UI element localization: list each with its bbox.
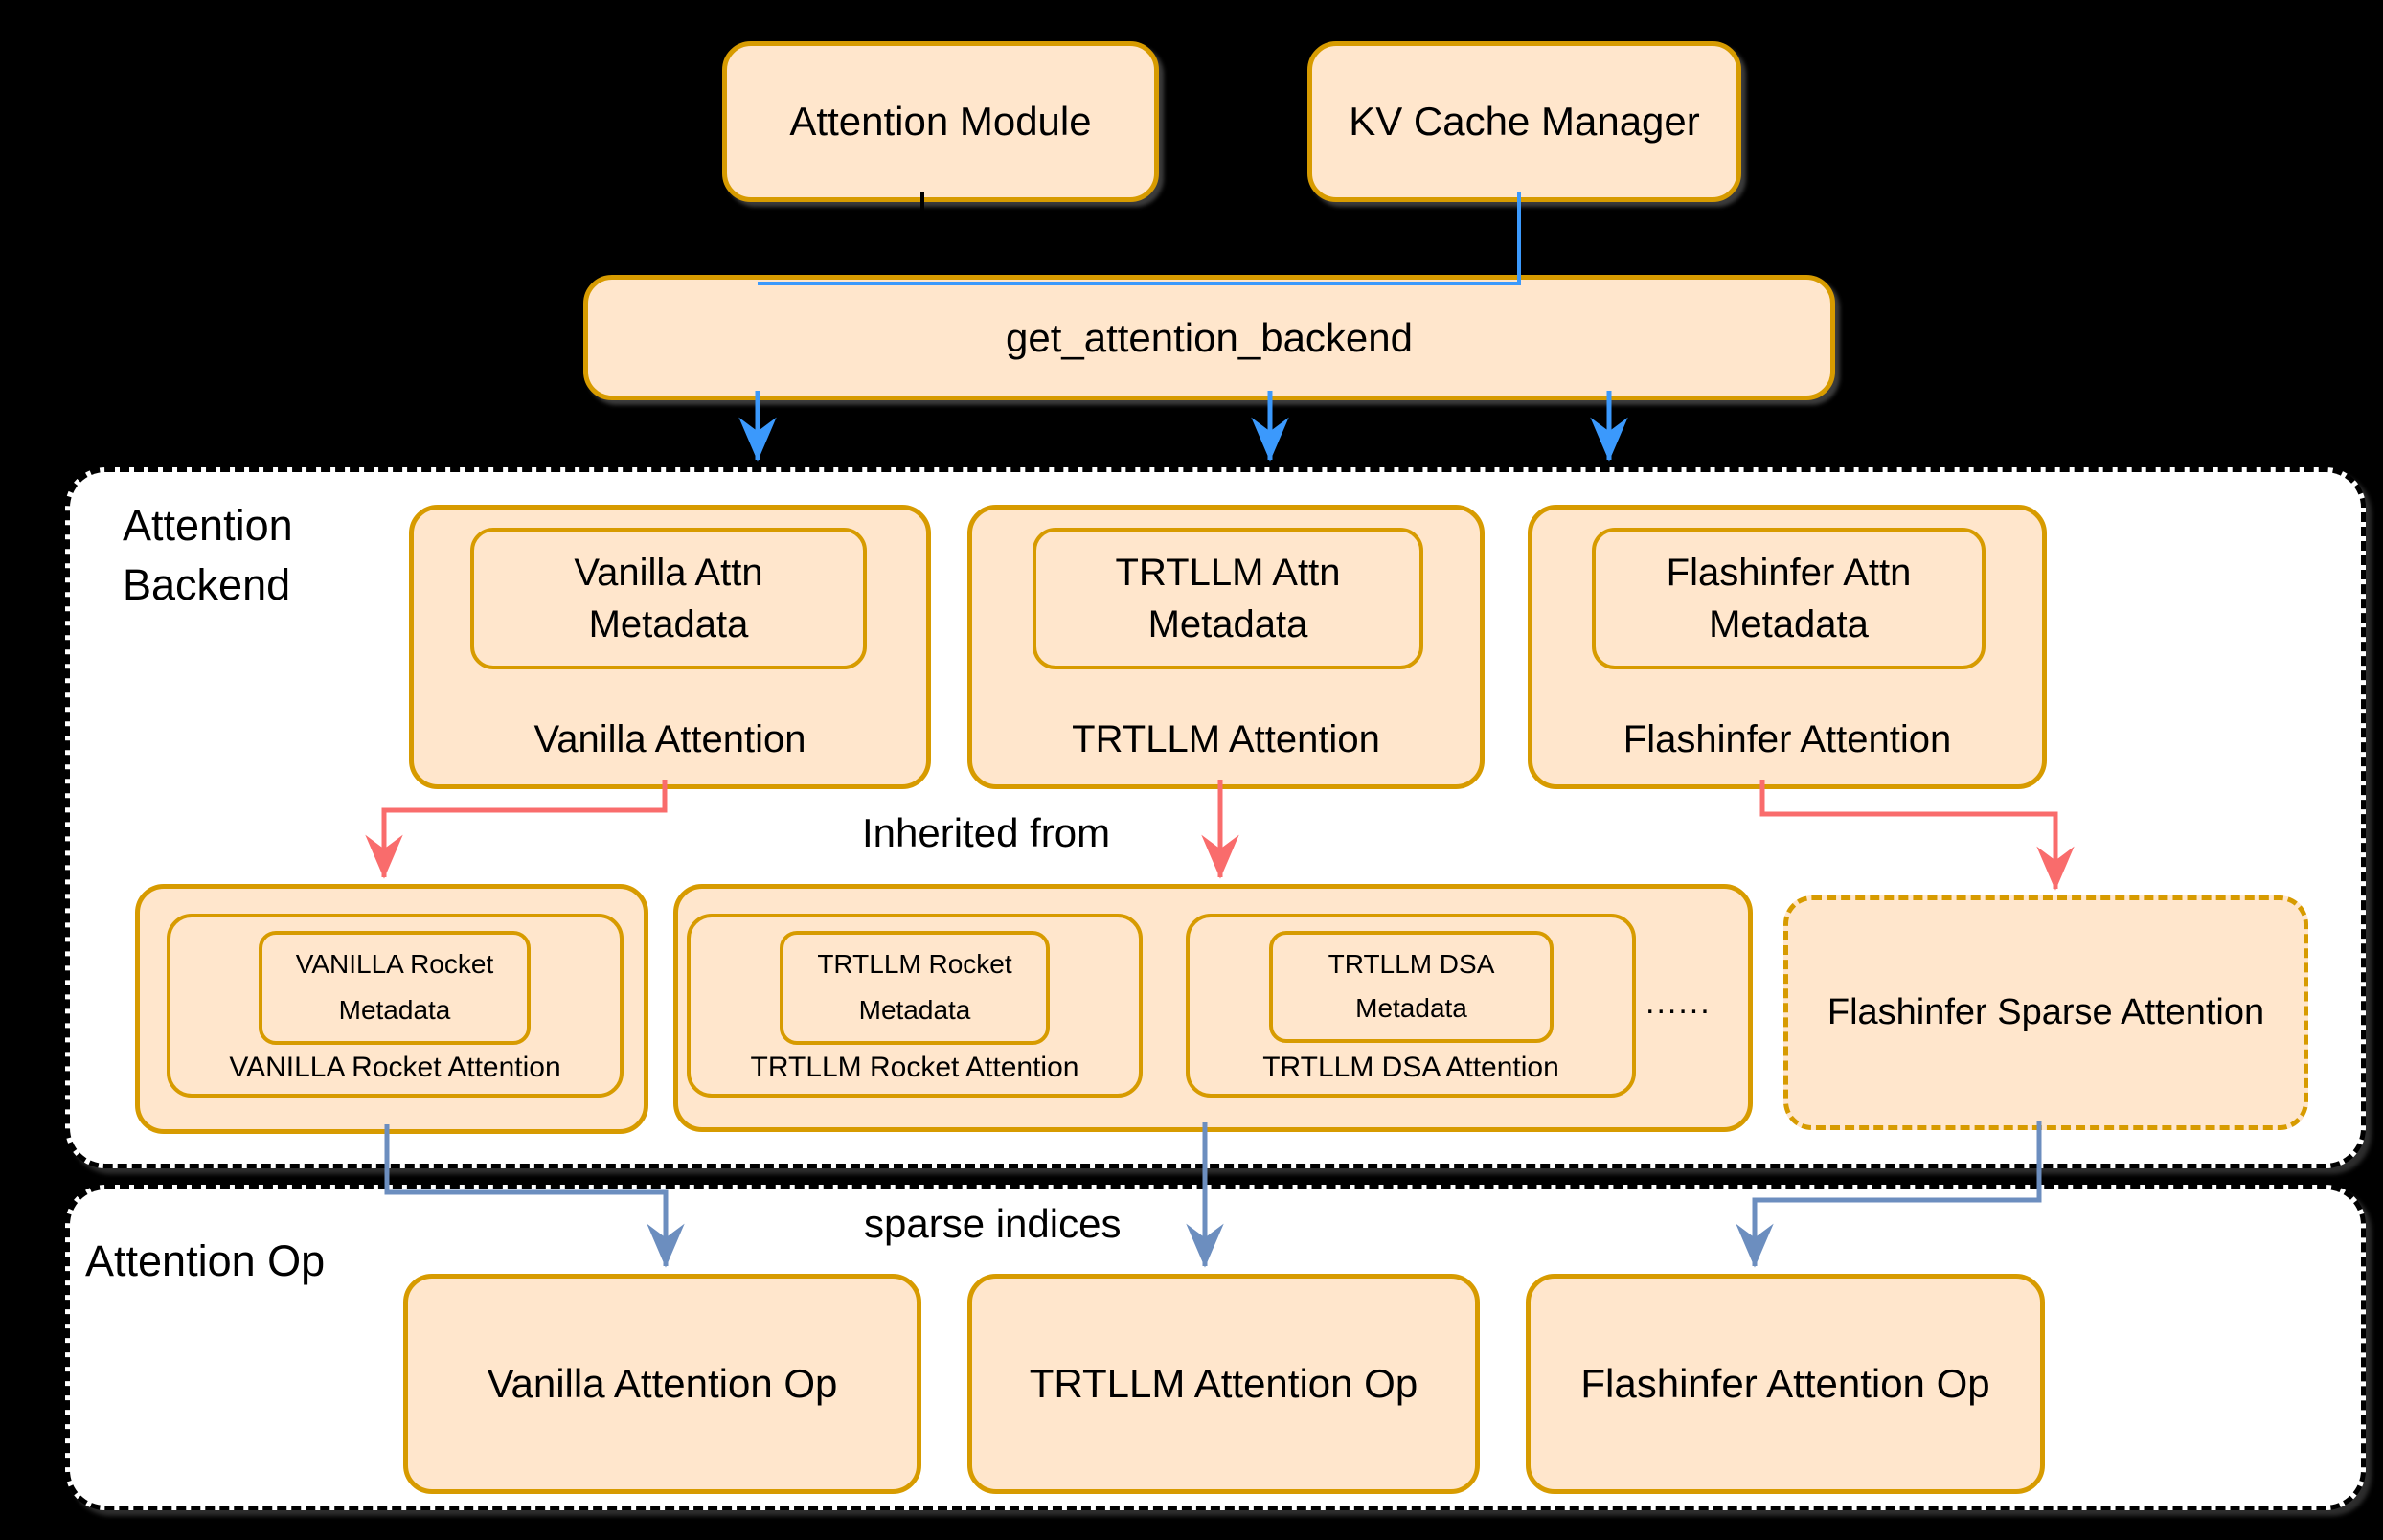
- trtllm-rocket-metadata-line1: TRTLLM Rocket: [817, 949, 1012, 980]
- inherited-from-label: Inherited from: [862, 810, 1111, 855]
- trtllm-rocket-attention-label: TRTLLM Rocket Attention: [750, 1052, 1079, 1083]
- vanilla-attn-metadata-line1: Vanilla Attn: [574, 552, 763, 594]
- attention-op-label: Attention Op: [85, 1236, 326, 1285]
- trtllm-dsa-metadata-node: TRTLLM DSA Metadata: [1269, 931, 1554, 1043]
- vanilla-attn-metadata-node: Vanilla Attn Metadata: [470, 528, 867, 669]
- trtllm-group-wrapper: TRTLLM Rocket Metadata TRTLLM Rocket Att…: [673, 884, 1753, 1132]
- trtllm-dsa-metadata-line2: Metadata: [1355, 993, 1467, 1024]
- flashinfer-attn-metadata-node: Flashinfer Attn Metadata: [1592, 528, 1986, 669]
- ellipsis-label: ......: [1645, 985, 1712, 1021]
- kv-cache-manager-node: KV Cache Manager: [1307, 41, 1741, 202]
- trtllm-attn-metadata-line2: Metadata: [1147, 603, 1308, 645]
- vanilla-rocket-metadata-line1: VANILLA Rocket: [295, 949, 494, 980]
- trtllm-dsa-attention-node: TRTLLM DSA Metadata TRTLLM DSA Attention: [1186, 914, 1636, 1098]
- vanilla-rocket-wrapper: VANILLA Rocket Metadata VANILLA Rocket A…: [135, 884, 648, 1134]
- trtllm-attention-node: TRTLLM Attn Metadata TRTLLM Attention: [967, 505, 1485, 789]
- vanilla-attn-metadata-line2: Metadata: [588, 603, 749, 645]
- vanilla-rocket-attention-label: VANILLA Rocket Attention: [229, 1052, 561, 1083]
- trtllm-rocket-metadata-line2: Metadata: [858, 994, 971, 1025]
- sparse-indices-label: sparse indices: [864, 1201, 1122, 1246]
- trtllm-attention-op-node: TRTLLM Attention Op: [967, 1274, 1480, 1494]
- trtllm-dsa-attention-label: TRTLLM DSA Attention: [1262, 1052, 1559, 1083]
- trtllm-rocket-attention-node: TRTLLM Rocket Metadata TRTLLM Rocket Att…: [687, 914, 1143, 1098]
- vanilla-attention-node: Vanilla Attn Metadata Vanilla Attention: [409, 505, 931, 789]
- attention-backend-label-line1: Attention: [123, 501, 293, 550]
- flashinfer-sparse-attention-node: Flashinfer Sparse Attention: [1783, 895, 2308, 1130]
- trtllm-attn-metadata-node: TRTLLM Attn Metadata: [1033, 528, 1423, 669]
- flashinfer-attn-metadata-line2: Metadata: [1709, 603, 1869, 645]
- vanilla-rocket-metadata-line2: Metadata: [338, 994, 451, 1025]
- attention-module-node: Attention Module: [722, 41, 1159, 202]
- flashinfer-attention-node: Flashinfer Attn Metadata Flashinfer Atte…: [1528, 505, 2047, 789]
- flashinfer-attn-metadata-line1: Flashinfer Attn: [1666, 552, 1912, 594]
- vanilla-rocket-metadata-node: VANILLA Rocket Metadata: [259, 931, 531, 1045]
- attention-backend-label: Attention Backend: [123, 496, 293, 615]
- connector-kv-cache-to-get-backend: [758, 192, 1521, 285]
- trtllm-attention-label: TRTLLM Attention: [1072, 718, 1380, 760]
- vanilla-attention-label: Vanilla Attention: [533, 718, 806, 760]
- vanilla-attention-op-node: Vanilla Attention Op: [403, 1274, 921, 1494]
- vanilla-rocket-attention-node: VANILLA Rocket Metadata VANILLA Rocket A…: [167, 914, 624, 1098]
- trtllm-rocket-metadata-node: TRTLLM Rocket Metadata: [780, 931, 1050, 1045]
- flashinfer-attention-op-node: Flashinfer Attention Op: [1526, 1274, 2045, 1494]
- flashinfer-attention-label: Flashinfer Attention: [1623, 718, 1952, 760]
- attention-backend-label-line2: Backend: [123, 560, 291, 610]
- get-attention-backend-node: get_attention_backend: [583, 275, 1835, 400]
- trtllm-dsa-metadata-line1: TRTLLM DSA: [1328, 948, 1495, 979]
- trtllm-attn-metadata-line1: TRTLLM Attn: [1115, 552, 1341, 594]
